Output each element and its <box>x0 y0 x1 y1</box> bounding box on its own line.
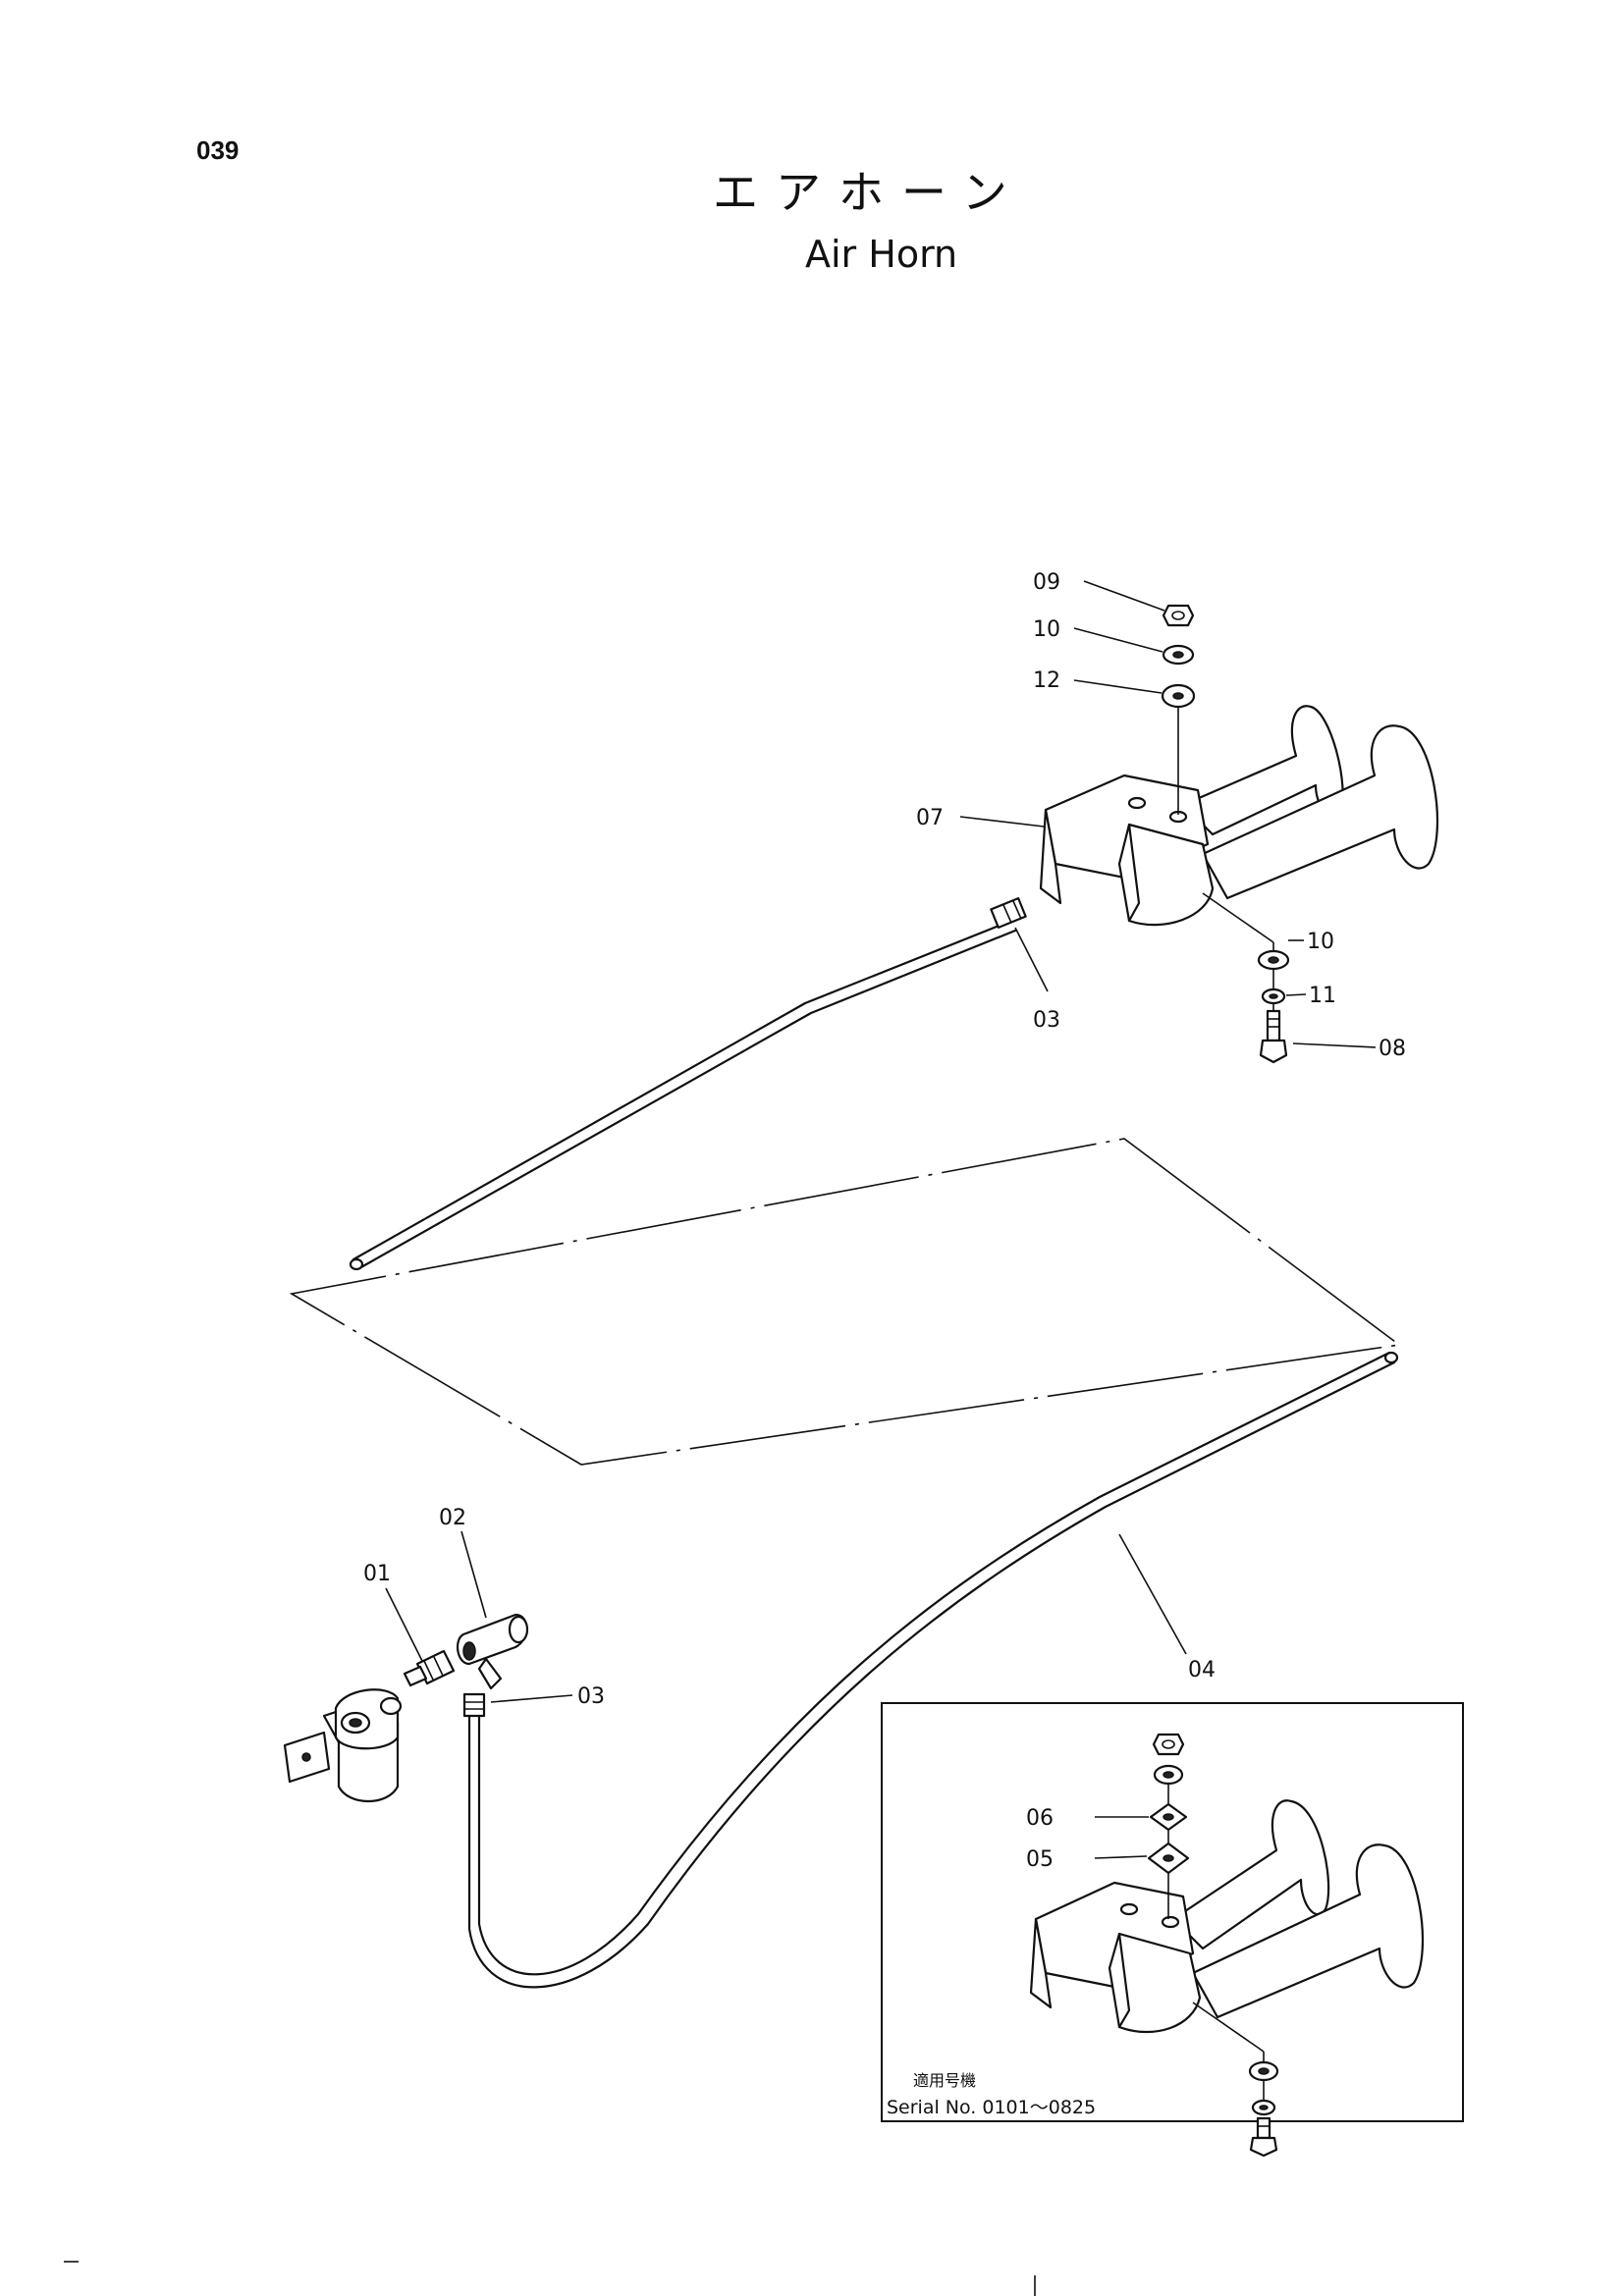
hardware-11-lock-washer <box>1261 988 1286 1005</box>
callout-02: 02 <box>439 1506 466 1530</box>
callout-07: 07 <box>916 806 944 830</box>
callout-03-upper: 03 <box>1033 1008 1060 1033</box>
air-horn-inset <box>1029 1767 1425 2106</box>
callout-12: 12 <box>1033 668 1060 693</box>
callout-03-lower: 03 <box>577 1684 605 1709</box>
hardware-12-washer <box>1161 683 1196 709</box>
hardware-09-nut <box>1162 604 1195 627</box>
air-tank-valve <box>283 1688 403 1803</box>
callout-01: 01 <box>363 1562 391 1586</box>
fitting-03-upper <box>990 897 1027 929</box>
inset-washer-top <box>1153 1764 1184 1786</box>
fitting-03-lower <box>462 1692 486 1718</box>
callout-06: 06 <box>1026 1806 1054 1831</box>
inset-bolt <box>1249 2116 1278 2158</box>
upper-air-tube <box>349 919 1017 1271</box>
hardware-06-square-washer <box>1149 1802 1188 1832</box>
inset-box <box>881 1702 1464 2122</box>
inset-lock-washer <box>1251 2099 1276 2116</box>
reference-plane <box>289 1138 1402 1466</box>
hardware-05-square-plate <box>1147 1842 1190 1875</box>
leader-lines <box>385 580 1377 1859</box>
inset-washer-lower <box>1248 2060 1279 2082</box>
inset-serial-number: Serial No. 0101～0825 <box>887 2097 1096 2118</box>
callout-08: 08 <box>1379 1037 1406 1061</box>
callout-05: 05 <box>1026 1847 1054 1872</box>
hardware-08-bolt <box>1259 1009 1288 1064</box>
tee-fitting-02 <box>456 1613 529 1690</box>
hardware-10-washer-upper <box>1162 644 1195 666</box>
inset-applicability-label: 適用号機 <box>913 2071 976 2090</box>
page-number: 039 <box>196 135 239 165</box>
connector-01 <box>403 1649 456 1687</box>
title-english: Air Horn <box>805 233 957 276</box>
air-horn-main <box>1039 705 1439 1031</box>
callout-10-upper: 10 <box>1033 617 1060 642</box>
air-tube-04 <box>467 1351 1399 1989</box>
callout-09: 09 <box>1033 570 1060 595</box>
inset-nut <box>1152 1733 1185 1756</box>
hardware-10-washer-lower <box>1257 949 1290 971</box>
callout-04: 04 <box>1188 1658 1216 1682</box>
callout-10-lower: 10 <box>1307 930 1334 954</box>
callout-11: 11 <box>1309 984 1336 1008</box>
title-japanese: エアホーン <box>713 166 1025 219</box>
